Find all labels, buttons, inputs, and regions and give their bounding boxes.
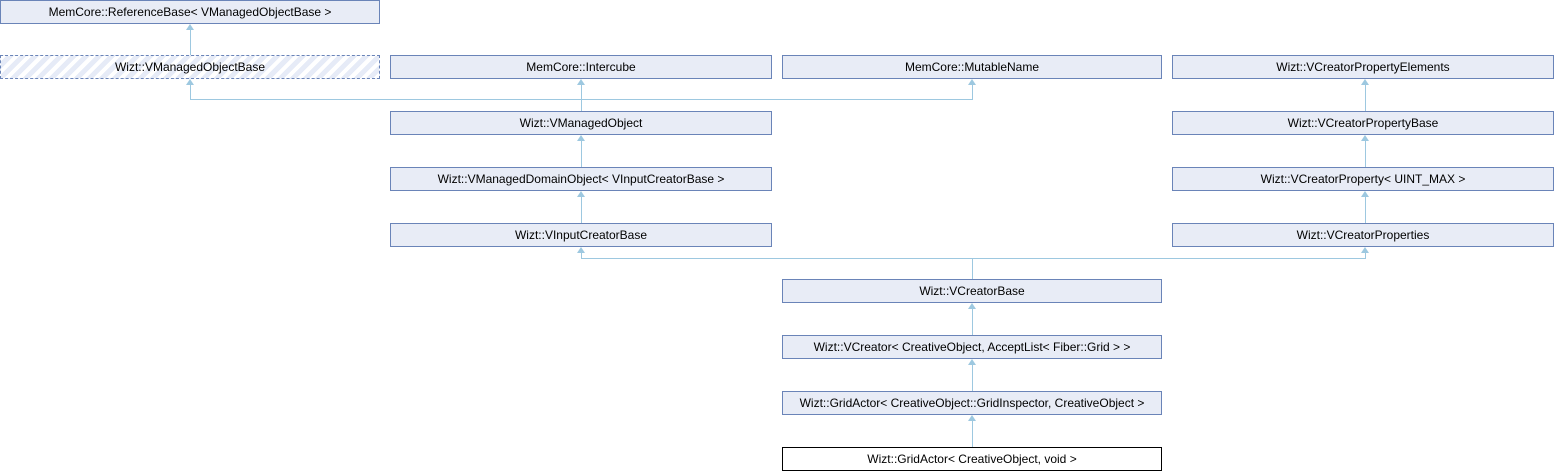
class-node-vmanagedobject[interactable]: Wizt::VManagedObject xyxy=(390,111,772,135)
edge-vcreatorproperty-to-vcreatorpropertybase xyxy=(1365,141,1366,167)
class-node-referencebase[interactable]: MemCore::ReferenceBase< VManagedObjectBa… xyxy=(0,0,380,24)
edge-vcreatorproperties-to-vcreatorproperty xyxy=(1365,197,1366,223)
arrowhead-referencebase xyxy=(186,24,194,30)
arrowhead-vinputcreatorbase xyxy=(577,247,585,253)
class-node-label: Wizt::VManagedDomainObject< VInputCreato… xyxy=(437,172,725,186)
class-node-label: Wizt::VManagedObject xyxy=(519,116,643,130)
class-node-label: MemCore::Intercube xyxy=(526,60,636,74)
edge-vcreator-to-vcreatorbase xyxy=(972,309,973,335)
class-node-label: Wizt::GridActor< CreativeObject::GridIns… xyxy=(799,396,1145,410)
edge-vcreatorbase-to-vcreatorproperties-stub xyxy=(1365,253,1366,259)
class-node-vcreator[interactable]: Wizt::VCreator< CreativeObject, AcceptLi… xyxy=(782,335,1162,359)
edge-vmanagedobject-to-intercube-stub xyxy=(581,85,582,100)
arrowhead-vcreatorproperty xyxy=(1361,191,1369,197)
class-node-vcreatorpropertyelements[interactable]: Wizt::VCreatorPropertyElements xyxy=(1172,55,1554,79)
edge-vmanagedobject-to-mutablename-stub xyxy=(972,85,973,100)
arrowhead-vmanagedobject xyxy=(577,135,585,141)
class-node-label: Wizt::GridActor< CreativeObject, void > xyxy=(867,452,1077,466)
edge-gridactorinspector-to-vcreator xyxy=(972,365,973,391)
edge-vmanagedobject-to-vmanagedobjectbase-stub xyxy=(190,85,191,100)
arrowhead-vcreator xyxy=(968,359,976,365)
arrowhead-vmanagedobjectbase xyxy=(186,79,194,85)
class-node-label: Wizt::VCreatorPropertyElements xyxy=(1276,60,1450,74)
arrowhead-vcreatorpropertybase xyxy=(1361,135,1369,141)
class-node-vcreatorbase[interactable]: Wizt::VCreatorBase xyxy=(782,279,1162,303)
class-node-gridactor-gridinspector[interactable]: Wizt::GridActor< CreativeObject::GridIns… xyxy=(782,391,1162,415)
edge-bus-row5-drop-vcreatorbase xyxy=(972,258,973,279)
class-node-intercube[interactable]: MemCore::Intercube xyxy=(390,55,772,79)
arrowhead-intercube xyxy=(577,79,585,85)
class-node-label: MemCore::MutableName xyxy=(904,60,1040,74)
arrowhead-vcreatorproperties xyxy=(1361,247,1369,253)
arrowhead-vcreatorpropertyelements xyxy=(1361,79,1369,85)
arrowhead-gridactorinspector xyxy=(968,415,976,421)
class-node-label: Wizt::VCreatorProperty< UINT_MAX > xyxy=(1260,172,1466,186)
class-node-vmanagedobjectbase[interactable]: Wizt::VManagedObjectBase xyxy=(0,55,380,79)
edge-vmanageddomainobject-to-vmanagedobject xyxy=(581,141,582,167)
class-node-vmanageddomainobject[interactable]: Wizt::VManagedDomainObject< VInputCreato… xyxy=(390,167,772,191)
class-node-vcreatorpropertybase[interactable]: Wizt::VCreatorPropertyBase xyxy=(1172,111,1554,135)
class-node-label: Wizt::VCreatorBase xyxy=(919,284,1025,298)
edge-vcreatorpropertybase-to-vcreatorpropertyelements xyxy=(1365,85,1366,111)
edge-vinputcreatorbase-to-vmanageddomainobject xyxy=(581,197,582,223)
edge-gridactorvoid-to-gridactorinspector xyxy=(972,421,973,447)
class-node-label: MemCore::ReferenceBase< VManagedObjectBa… xyxy=(48,5,332,19)
edge-vmanagedobjectbase-to-referencebase xyxy=(190,30,191,55)
class-node-vinputcreatorbase[interactable]: Wizt::VInputCreatorBase xyxy=(390,223,772,247)
arrowhead-mutablename xyxy=(968,79,976,85)
class-node-mutablename[interactable]: MemCore::MutableName xyxy=(782,55,1162,79)
edge-bus-row5 xyxy=(581,258,1366,259)
class-node-label: Wizt::VInputCreatorBase xyxy=(514,228,648,242)
class-node-vcreatorproperties[interactable]: Wizt::VCreatorProperties xyxy=(1172,223,1554,247)
class-node-label: Wizt::VCreator< CreativeObject, AcceptLi… xyxy=(813,340,1131,354)
class-node-gridactor-void[interactable]: Wizt::GridActor< CreativeObject, void > xyxy=(782,447,1162,471)
class-node-vcreatorproperty[interactable]: Wizt::VCreatorProperty< UINT_MAX > xyxy=(1172,167,1554,191)
arrowhead-vcreatorbase xyxy=(968,303,976,309)
class-node-label: Wizt::VManagedObjectBase xyxy=(114,60,266,74)
class-node-label: Wizt::VCreatorPropertyBase xyxy=(1287,116,1439,130)
edge-bus-row2-drop-vmanagedobject xyxy=(581,99,582,111)
arrowhead-vmanageddomainobject xyxy=(577,191,585,197)
edge-vcreatorbase-to-vinputcreatorbase-stub xyxy=(581,253,582,259)
class-node-label: Wizt::VCreatorProperties xyxy=(1296,228,1430,242)
